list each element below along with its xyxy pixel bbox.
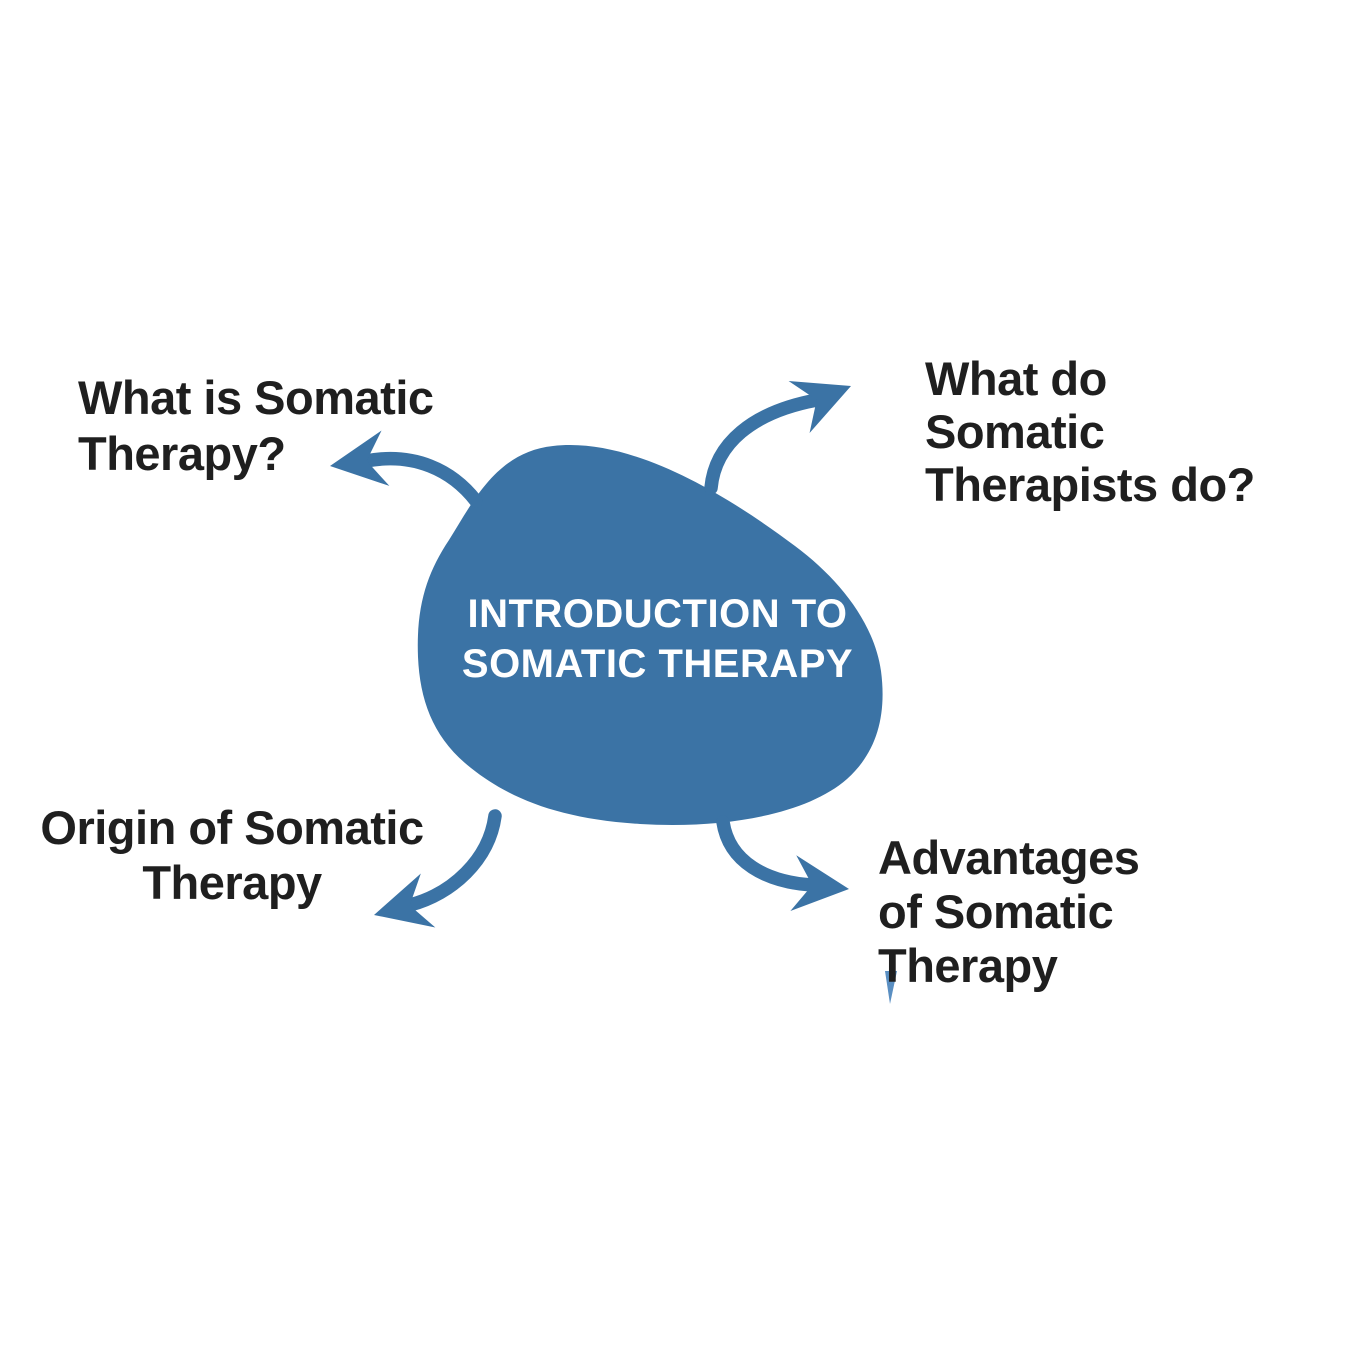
arrow-top-left-head <box>330 430 390 486</box>
arrow-top-left <box>330 430 483 508</box>
node-label-line: What is Somatic <box>78 371 434 424</box>
arrow-bottom-right-shaft <box>716 815 819 892</box>
node-advantages-of-somatic-therapy: Advantages of Somatic Therapy <box>878 831 1140 993</box>
arrow-bottom-right-head <box>790 855 849 911</box>
node-label-line: What do <box>925 352 1107 405</box>
arrow-bottom-left-head <box>374 873 436 928</box>
center-blob-shape <box>417 445 883 825</box>
node-label-line: Therapists do? <box>925 458 1255 511</box>
node-origin-of-somatic-therapy: Origin of Somatic Therapy <box>12 800 452 910</box>
center-node-label: INTRODUCTION TO SOMATIC THERAPY <box>415 589 900 689</box>
node-label-line: Advantages <box>878 831 1140 884</box>
node-what-is-somatic-therapy: What is Somatic Therapy? <box>78 370 434 482</box>
node-label-line: Therapy? <box>78 427 286 480</box>
center-title-line1: INTRODUCTION TO <box>467 592 848 636</box>
arrow-top-right-shaft <box>704 393 824 495</box>
center-title-line2: SOMATIC THERAPY <box>461 642 854 686</box>
arrow-bottom-right <box>716 815 849 911</box>
node-label-line: Origin of Somatic <box>40 801 424 854</box>
arrow-top-right-head <box>788 381 851 433</box>
node-label-line: Somatic <box>925 405 1105 458</box>
node-label-line: Therapy <box>878 939 1058 992</box>
arrow-bottom-left <box>374 809 502 928</box>
arrow-top-left-shaft <box>359 451 483 508</box>
arrow-bottom-left-shaft <box>403 809 502 912</box>
stray-blue-tick <box>885 971 897 1004</box>
node-label-line: Therapy <box>142 856 322 909</box>
arrow-top-right <box>704 381 851 495</box>
node-label-line: of Somatic <box>878 885 1114 938</box>
node-what-do-somatic-therapists-do: What do Somatic Therapists do? <box>925 352 1255 511</box>
